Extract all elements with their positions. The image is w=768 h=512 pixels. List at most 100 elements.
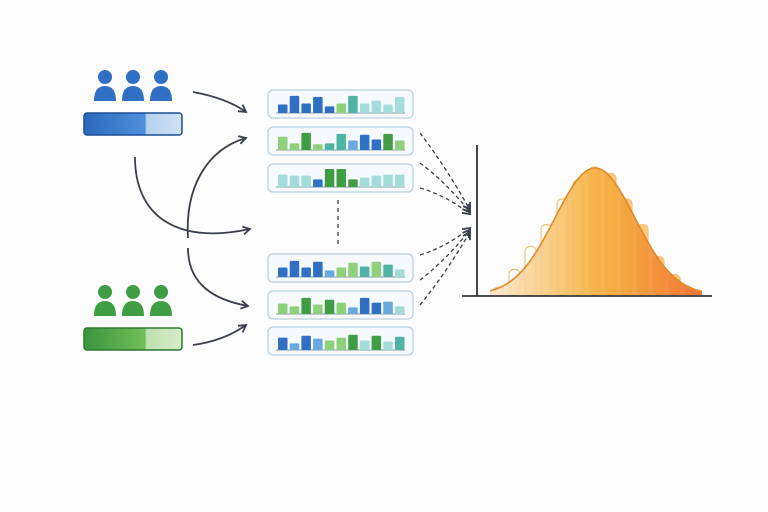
strip-bar: [348, 334, 358, 350]
strip-bar: [383, 341, 393, 350]
strip-bar: [324, 168, 335, 187]
person-body-icon: [150, 86, 172, 101]
strip-bar: [313, 304, 323, 314]
strip-bar: [324, 143, 335, 150]
bar-strip-6: [267, 326, 414, 356]
strip-bar: [324, 340, 335, 350]
strip-bar: [348, 307, 358, 314]
strip-bar: [313, 338, 323, 350]
arrow-to-strip-2: [186, 135, 248, 239]
person-body-icon: [122, 301, 144, 316]
strip-bar: [301, 103, 311, 113]
strip-bar: [359, 266, 370, 277]
strip-bar: [371, 139, 382, 150]
strip-bar: [348, 179, 358, 187]
strip-bar: [359, 134, 370, 150]
person-head-icon: [98, 285, 112, 299]
person-head-icon: [126, 285, 140, 299]
group-b-bar: [83, 327, 183, 351]
strip-bar: [395, 140, 405, 150]
strip-bar: [383, 264, 393, 277]
strip-bar: [371, 335, 382, 350]
dashed-arrow-6: [419, 230, 471, 306]
strip-bar: [348, 262, 358, 277]
person-head-icon: [98, 70, 112, 84]
strip-bar: [395, 306, 405, 314]
person-head-icon: [126, 70, 140, 84]
strip-bar: [301, 335, 311, 350]
bar-strip-3: [267, 163, 414, 193]
strip-bar: [359, 103, 370, 113]
person-body-icon: [94, 301, 116, 316]
strip-bar: [324, 299, 335, 314]
arrow-b-to-strip-6: [192, 323, 248, 346]
strip-bar: [395, 96, 405, 113]
strip-bar: [336, 103, 346, 113]
bar-strip-5: [267, 290, 414, 320]
strip-bar: [278, 174, 288, 187]
strip-bar: [395, 174, 405, 187]
strip-bar: [289, 260, 300, 277]
strip-bar: [336, 168, 346, 187]
group-b-people-icon: [94, 285, 172, 316]
dashed-arrow-1: [419, 132, 471, 212]
strip-bar: [395, 269, 405, 277]
dashed-arrow-5: [419, 228, 472, 281]
strip-bar: [395, 336, 405, 350]
strip-bar: [301, 132, 311, 150]
strip-bar: [359, 177, 370, 187]
person-head-icon: [154, 70, 168, 84]
strip-bar: [348, 95, 358, 113]
strip-bar: [278, 104, 288, 113]
strip-bar: [313, 261, 323, 277]
strip-bar: [336, 302, 346, 314]
strip-bar: [301, 267, 311, 277]
strip-bar: [348, 140, 358, 150]
strip-bar: [313, 96, 323, 113]
strip-bar: [359, 340, 370, 350]
strip-bar: [313, 144, 323, 150]
person-body-icon: [94, 86, 116, 101]
bell-curve-line: [489, 167, 703, 293]
strip-bar: [289, 343, 300, 350]
strip-bar: [359, 297, 370, 314]
strip-bar: [289, 175, 300, 187]
strip-bar: [371, 302, 382, 314]
strip-bar: [336, 133, 346, 150]
strip-bar: [289, 143, 300, 150]
strip-bar: [336, 267, 346, 277]
strip-bar: [336, 337, 346, 350]
strip-bar: [301, 297, 311, 314]
person-body-icon: [150, 301, 172, 316]
person-head-icon: [154, 285, 168, 299]
strip-bar: [383, 104, 393, 113]
dashed-arrow-4: [419, 226, 472, 256]
arrow-a-to-strip-5: [134, 156, 252, 236]
bar-strip-4: [267, 253, 414, 283]
strip-bar: [278, 337, 288, 350]
person-body-icon: [122, 86, 144, 101]
strip-bar: [324, 270, 335, 277]
strip-bar: [383, 301, 393, 314]
strip-bar: [278, 267, 288, 277]
strip-bar: [371, 261, 382, 277]
arrow-a-to-strip-1: [192, 91, 248, 114]
strip-bar: [383, 133, 393, 150]
strip-bar: [278, 303, 288, 314]
group-a-bar: [83, 112, 183, 136]
strip-bar: [371, 175, 382, 187]
bar-strip-2: [267, 126, 414, 156]
strip-bar: [289, 306, 300, 314]
strip-bar: [289, 95, 300, 113]
strip-bar: [301, 175, 311, 187]
dashed-arrow-2: [419, 162, 472, 214]
strip-bar: [324, 106, 335, 113]
strip-bar: [371, 100, 382, 113]
bell-curve-fill: [490, 168, 702, 295]
strip-bar: [313, 179, 323, 187]
group-a-people-icon: [94, 70, 172, 101]
strip-bar: [383, 174, 393, 187]
arrow-to-strip-5b: [187, 247, 250, 310]
bar-strip-1: [267, 89, 414, 119]
